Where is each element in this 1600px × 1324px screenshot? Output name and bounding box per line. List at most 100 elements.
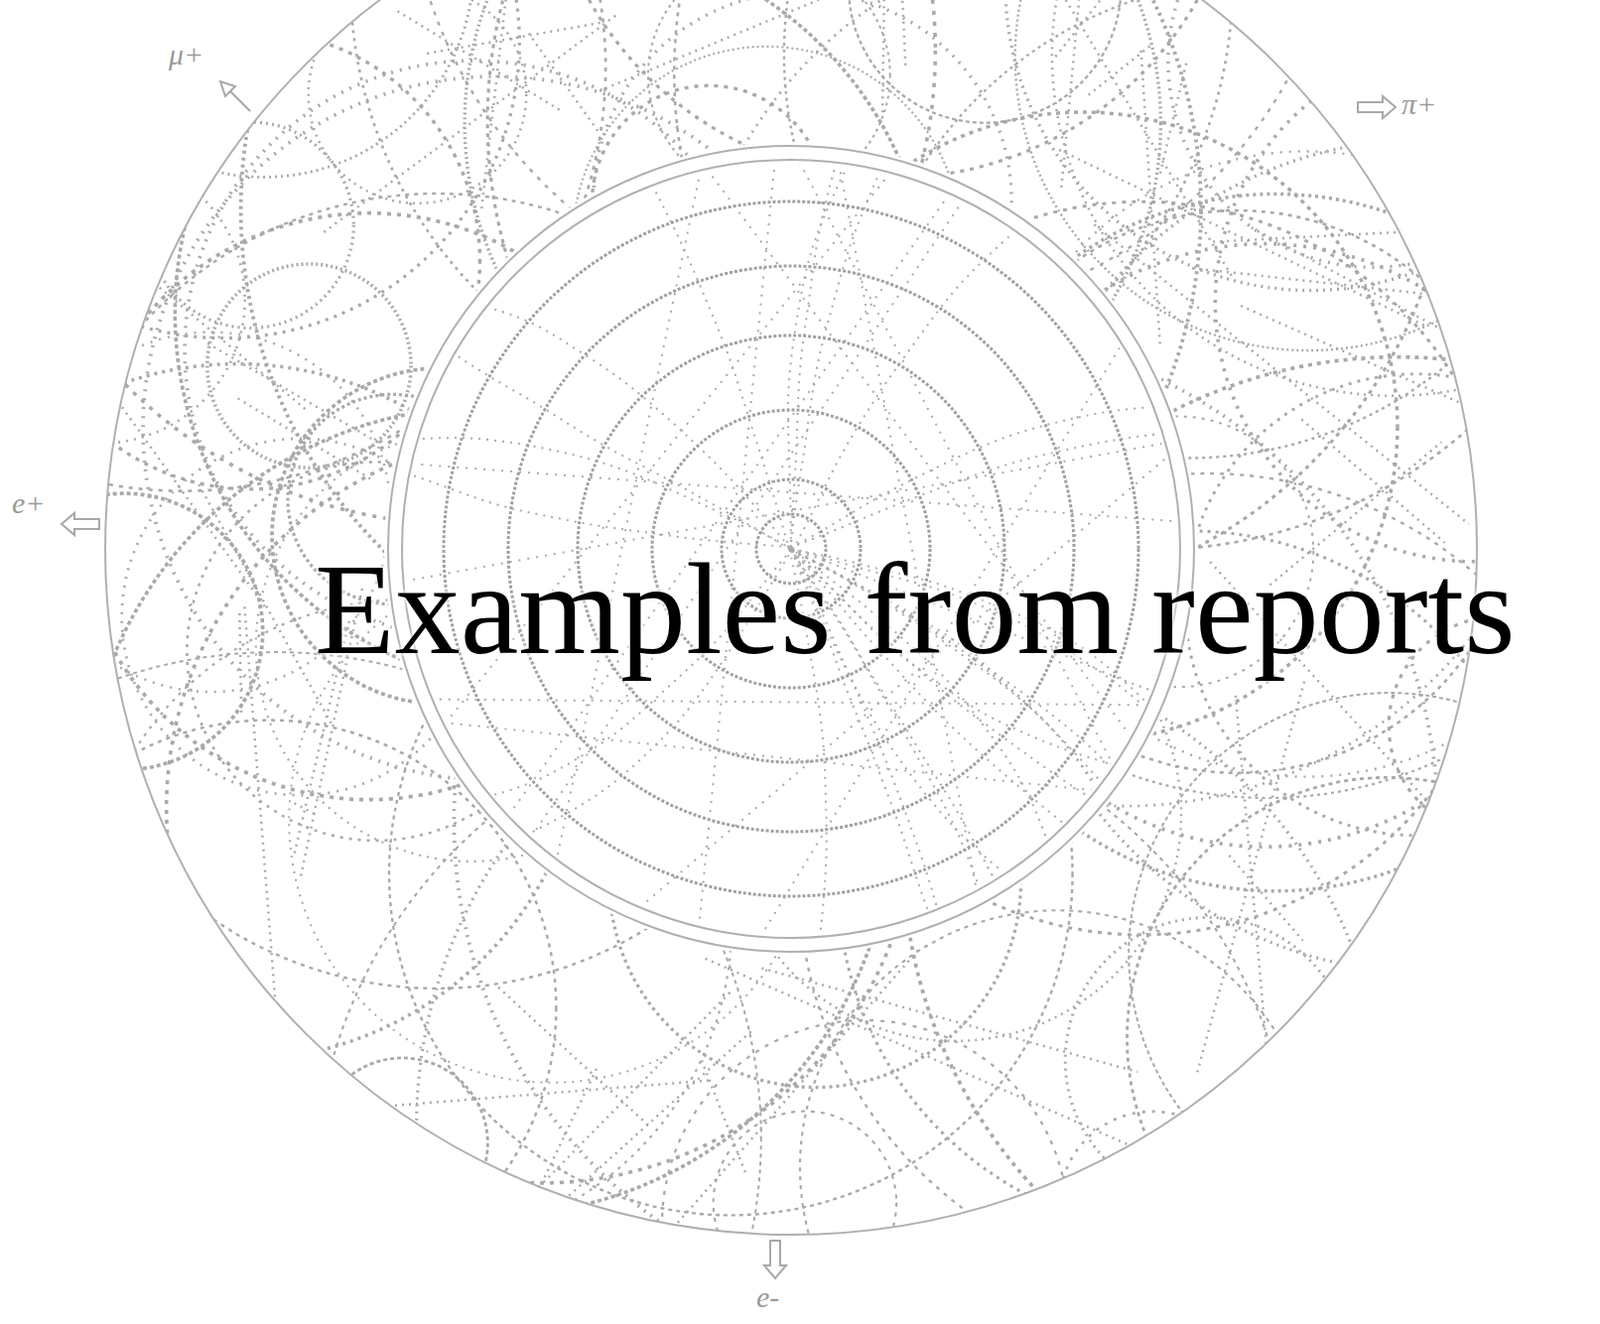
track-arc [464,0,1161,472]
track-arc [0,0,606,492]
inner-track [790,432,1170,548]
track-segment [512,1031,752,1247]
track-segment [339,1080,709,1111]
track-segment [1212,231,1413,242]
e-plus-arrow [61,513,100,535]
particle-label: e+ [11,488,46,519]
track-arc [0,493,264,770]
track-arc [684,0,1565,806]
track-segment [237,398,371,479]
track-segment [204,341,379,443]
track-arc [713,1111,897,1295]
particle-label: μ+ [168,39,204,70]
track-arc [487,0,1454,604]
track-segment [323,12,619,233]
track-arc [207,264,411,468]
inner-track [836,154,978,900]
track-arc [927,193,1600,891]
particle-label: π+ [1401,89,1437,120]
track-arc [593,0,1012,410]
track-arc [0,364,586,1062]
track-arc [0,720,556,1297]
inner-track [791,155,839,550]
track-arc [955,210,1519,774]
inner-track [448,350,791,549]
inner-track [793,224,1023,550]
track-arc [857,0,1600,799]
track-segment [1055,0,1137,57]
track-arc [784,0,1594,459]
track-segment [197,482,332,723]
track-segment [1061,0,1231,276]
track-segment [1160,62,1187,173]
inner-track [526,193,968,845]
track-segment [1235,695,1274,1128]
track-segment [481,0,522,209]
inner-track [402,463,1188,523]
track-segment [239,613,242,717]
track-segment [244,606,276,1009]
track-arc [848,0,1122,124]
track-arc [591,85,826,320]
track-arc [609,675,1021,1087]
track-arc [993,150,1600,777]
e-minus-arrow [764,1240,787,1279]
track-segment [1141,50,1161,345]
track-segment [1093,224,1469,525]
track-arc [405,0,1347,322]
track-segment [1228,855,1303,941]
track-arc [1065,917,1351,1203]
track-arc [0,652,762,1324]
track-segment [397,10,559,110]
track-arc [902,357,1600,1324]
inner-track [794,151,1118,775]
track-segment [705,958,1132,1147]
track-arc [673,0,1600,550]
slide-title: Examples from reports [314,543,1516,675]
track-segment [1061,0,1090,188]
track-arc [1127,777,1600,1299]
track-arc [1005,0,1600,291]
track-segment [498,987,652,1129]
inner-track [433,721,1106,793]
track-segment [1301,419,1445,543]
inner-track [503,186,954,822]
inner-track [788,157,852,548]
track-arc [416,640,1387,1324]
track-segment [1059,149,1427,327]
pi-arrow [1357,96,1396,119]
track-segment [133,266,305,409]
particle-label: e- [756,1282,780,1313]
track-arc [82,405,893,1216]
track-arc [316,1058,488,1229]
direction-arrows [61,81,1396,1279]
track-segment [761,968,1138,1072]
track-segment [519,1068,597,1230]
track-segment [1240,305,1528,433]
track-arc [350,0,1233,423]
track-segment [1251,227,1452,335]
inner-track [478,304,790,547]
mu-arrow [220,81,251,112]
inner-track [410,437,794,549]
track-arc [1059,1111,1245,1298]
track-segment [701,1060,747,1175]
track-segment [512,992,730,1215]
track-arc [54,0,474,177]
inner-track [633,449,1177,914]
track-arc [313,703,1294,1324]
inner-track [554,161,703,868]
track-arc [1214,42,1600,561]
track-arc [142,76,848,782]
track-segment [1197,681,1305,1074]
track-segment [1088,43,1154,96]
track-arc [1015,0,1600,351]
track-arc [1128,692,1600,1214]
track-segment [529,33,599,132]
inner-track [423,698,1157,705]
track-arc [20,30,480,490]
track-segment [672,949,919,1228]
track-arc [75,213,663,800]
track-segment [426,22,601,54]
